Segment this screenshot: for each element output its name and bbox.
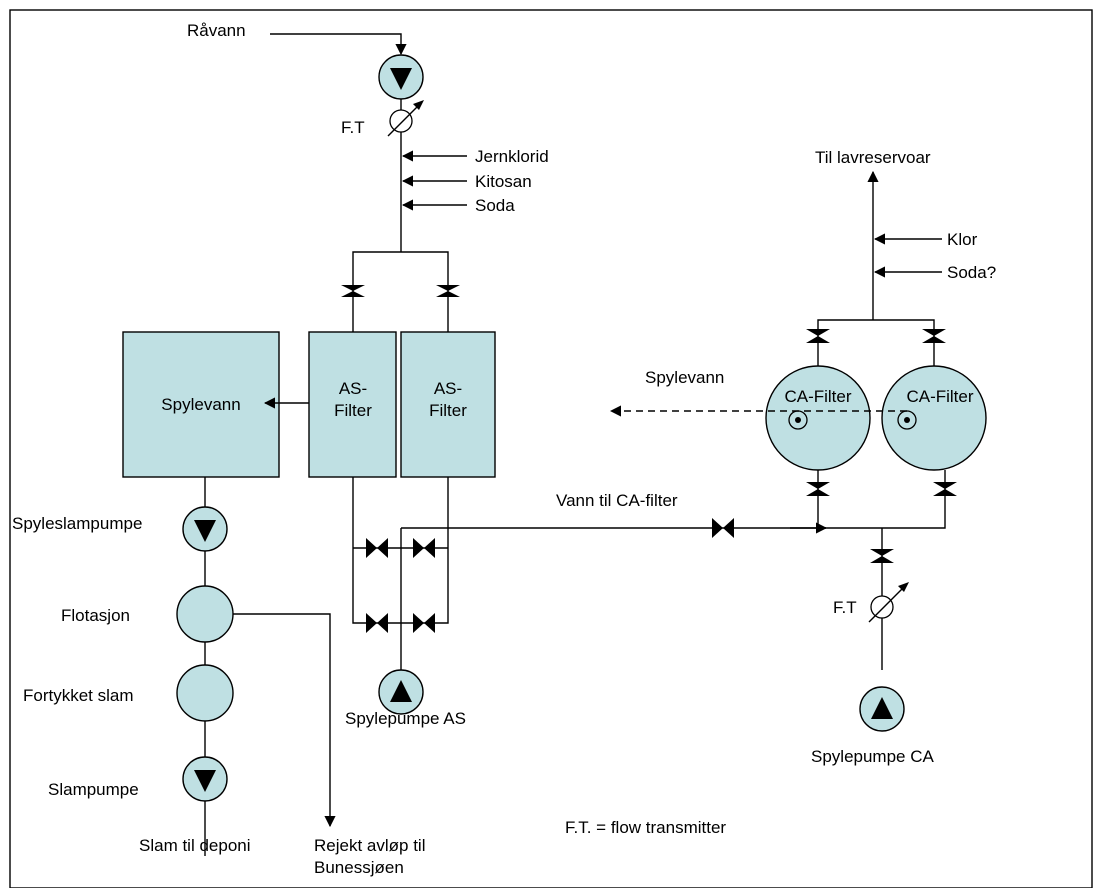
label-legend-ft: F.T. = flow transmitter: [565, 818, 726, 837]
as-filter-1-inlet-valve-icon: [341, 285, 365, 297]
ca-feed-valve-icon: [712, 518, 734, 538]
label-ft-right: F.T: [833, 598, 857, 617]
ca-filter-2: [881, 365, 987, 471]
as-filter-2-inlet-valve-icon: [436, 285, 460, 297]
ca-filter-2-inlet-valve-icon: [933, 482, 957, 496]
label-flotasjon: Flotasjon: [61, 606, 130, 625]
label-kitosan: Kitosan: [475, 172, 532, 191]
as-valve-lower-right-icon: [413, 613, 435, 633]
label-ca-filter-2: CA-Filter: [906, 387, 973, 406]
label-spylepumpe-ca: Spylepumpe CA: [811, 747, 935, 766]
label-as-filter-2-line2: Filter: [429, 401, 467, 420]
spylepumpe-ca-pump: [859, 686, 905, 732]
as-valve-upper-right-icon: [413, 538, 435, 558]
as-filter-outlet-manifold: [352, 477, 449, 670]
label-jernklorid: Jernklorid: [475, 147, 549, 166]
label-as-filter-1-line2: Filter: [334, 401, 372, 420]
flow-transmitter-top-icon: [387, 100, 424, 137]
ca-filter-2-outlet-valve-icon: [922, 329, 946, 343]
label-slam-til-deponi: Slam til deponi: [139, 836, 251, 855]
spyleslampumpe-pump: [182, 506, 228, 552]
label-rejekt-line2: Bunessjøen: [314, 858, 404, 877]
label-as-filter-2-line1: AS-: [434, 379, 462, 398]
ca-filter-inlet-manifold: [817, 470, 946, 670]
label-ft-top: F.T: [341, 118, 365, 137]
label-soda-top: Soda: [475, 196, 515, 215]
flotasjon-unit: [176, 585, 234, 643]
label-spylepumpe-as: Spylepumpe AS: [345, 709, 466, 728]
label-fortykket-slam: Fortykket slam: [23, 686, 134, 705]
label-slampumpe: Slampumpe: [48, 780, 139, 799]
flow-transmitter-right-icon: [868, 582, 909, 623]
as-valve-lower-left-icon: [366, 613, 388, 633]
ca-filter-outlet-manifold: [817, 319, 935, 366]
reject-outlet-line: [233, 613, 336, 828]
label-rejekt-line1: Rejekt avløp til: [314, 836, 425, 855]
ca-filter-1-outlet-valve-icon: [806, 329, 830, 343]
label-ca-filter-1: CA-Filter: [784, 387, 851, 406]
raw-water-inlet-line: [270, 33, 407, 56]
slampumpe-pump: [182, 756, 228, 802]
label-vann-til-ca: Vann til CA-filter: [556, 491, 678, 510]
label-raw-water: Råvann: [187, 21, 246, 40]
label-as-filter-1-line1: AS-: [339, 379, 367, 398]
ca-filter-1-inlet-valve-icon: [806, 482, 830, 496]
as-valve-upper-left-icon: [366, 538, 388, 558]
label-spylevann-ca: Spylevann: [645, 368, 724, 387]
diagram-border: [9, 9, 1093, 888]
label-klor: Klor: [947, 230, 978, 249]
spylepumpe-as-pump: [378, 669, 424, 715]
label-spyleslampumpe: Spyleslampumpe: [12, 514, 142, 533]
ca-backwash-valve-icon: [870, 549, 894, 563]
label-soda-q: Soda?: [947, 263, 996, 282]
label-spylevann-tank: Spylevann: [161, 395, 240, 414]
spylevann-tank: [122, 331, 280, 478]
as-filter-inlet-split: [352, 251, 449, 332]
as-filter-1: [308, 331, 397, 478]
fortykket-slam-unit: [176, 664, 234, 722]
ca-filter-1: [765, 365, 871, 471]
raw-water-pump: [378, 54, 424, 100]
label-til-lavreservoar: Til lavreservoar: [815, 148, 931, 167]
